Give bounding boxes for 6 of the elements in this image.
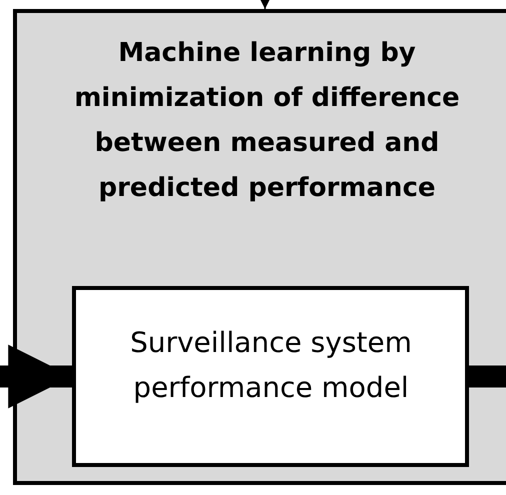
arrow bbox=[260, 0, 270, 9]
outer-process-box bbox=[13, 9, 506, 485]
model-label: Surveillance system performance model bbox=[129, 325, 413, 406]
heading-text: Machine learning by minimization of difference between measured and predicted performance bbox=[73, 37, 461, 205]
arrow bbox=[0, 344, 72, 408]
inner-model-box bbox=[72, 286, 469, 467]
